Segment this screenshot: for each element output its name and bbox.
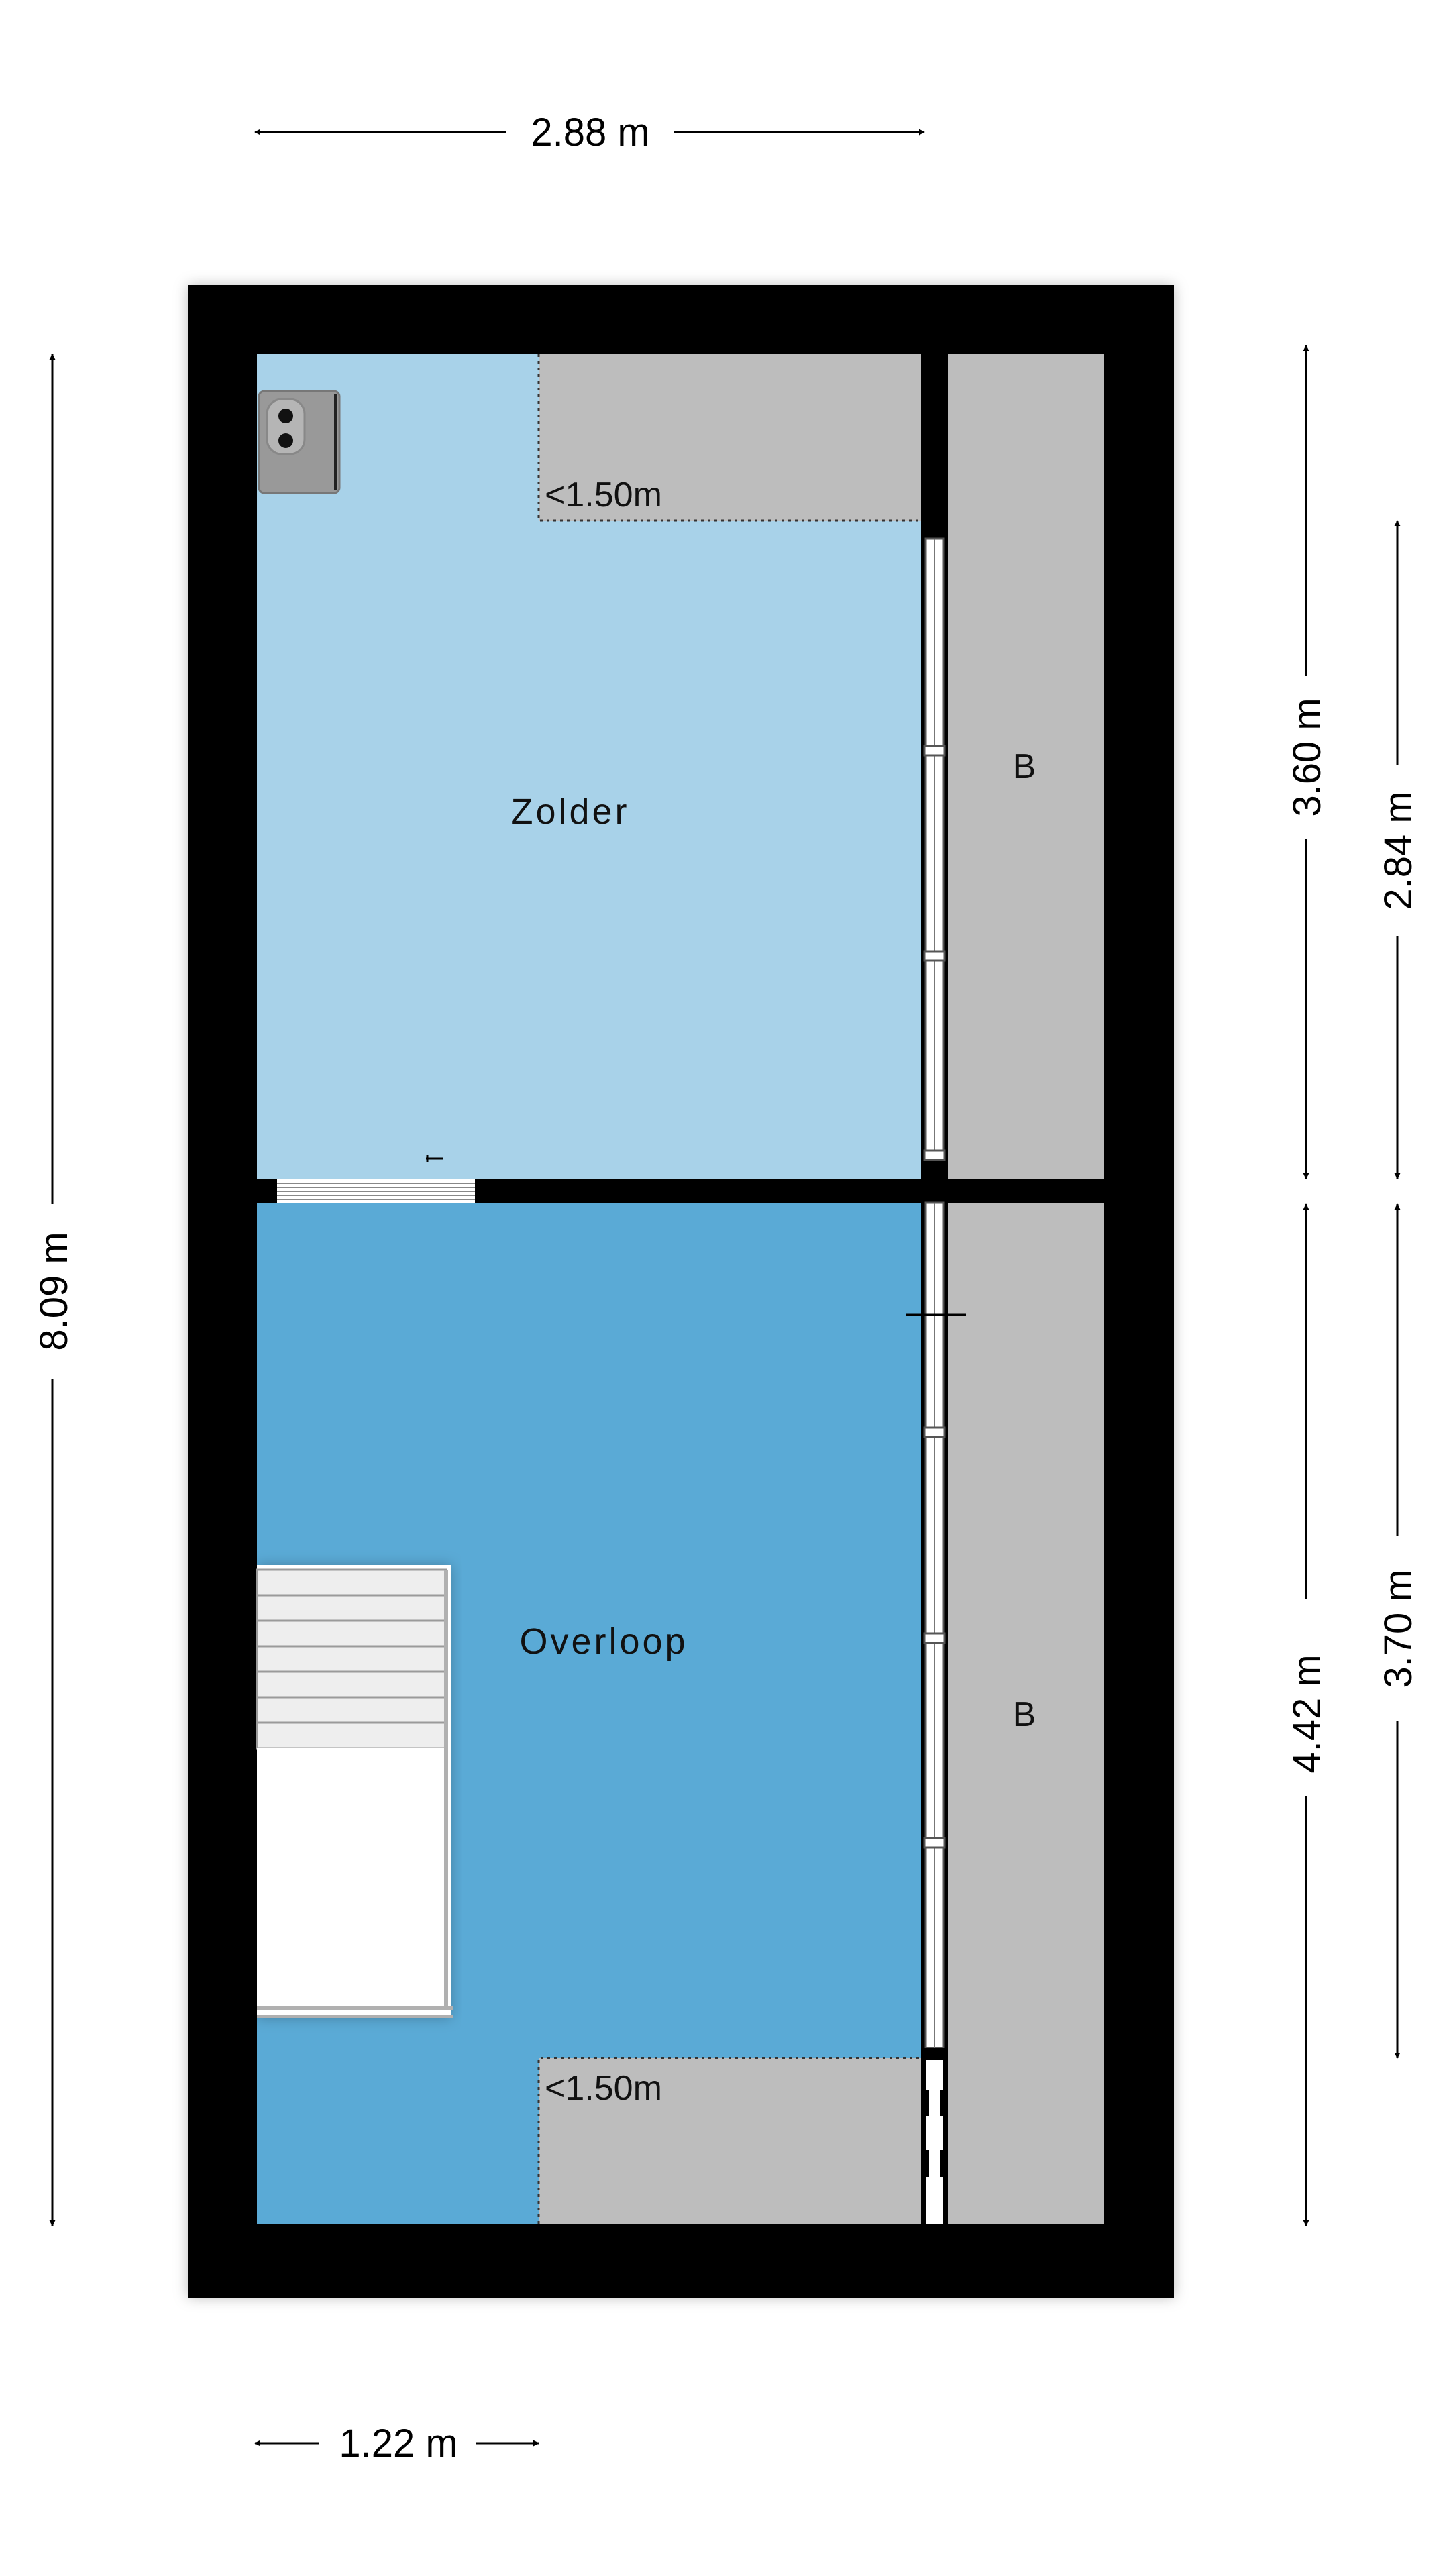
dimension-top-width: 2.88 m	[254, 111, 925, 154]
kneewall-junction	[921, 1161, 948, 1203]
kneewall-lower-cap	[923, 2048, 946, 2060]
overloop-headroom-label: <1.50m	[545, 2069, 662, 2108]
zolder-headroom-label: <1.50m	[545, 476, 662, 515]
bottom-width-label: 1.22 m	[339, 2422, 458, 2465]
dimension-right-upper-inner: 2.84 m	[1377, 520, 1420, 1179]
kneewall-bottom-gap	[926, 2060, 943, 2224]
right-lower-outer-label: 4.42 m	[1285, 1654, 1329, 1773]
top-width-label: 2.88 m	[531, 111, 649, 154]
door-threshold-lines	[277, 1183, 475, 1200]
dimension-right-lower-inner: 3.70 m	[1377, 1203, 1420, 2059]
dimension-left-height: 8.09 m	[32, 354, 76, 2226]
right-upper-outer-label: 3.60 m	[1285, 698, 1329, 816]
side-storage-upper	[948, 354, 1104, 1179]
overloop-low-ceiling-area	[539, 2058, 921, 2224]
overloop-low-ceiling-boundary	[537, 2057, 921, 2224]
right-lower-inner-label: 3.70 m	[1377, 1569, 1420, 1688]
overloop-label: Overloop	[519, 1621, 688, 1662]
kneewall-upper-solid	[921, 354, 948, 539]
dimension-bottom-width: 1.22 m	[254, 2422, 539, 2465]
boiler-icon	[258, 390, 341, 494]
zolder-low-ceiling-area	[539, 354, 921, 521]
right-upper-inner-label: 2.84 m	[1377, 791, 1420, 910]
side-storage-upper-label: B	[1013, 747, 1036, 786]
left-height-label: 8.09 m	[32, 1232, 76, 1350]
kneewall-upper-hatches	[923, 745, 946, 1161]
kneewall-lower-hatches	[923, 1426, 946, 1849]
zolder-low-ceiling-boundary	[537, 354, 921, 522]
side-storage-lower	[948, 1203, 1104, 2224]
side-storage-lower-label: B	[1013, 1695, 1036, 1734]
staircase	[256, 1565, 453, 2018]
kneewall-bottom-dashes	[924, 2090, 945, 2177]
dimension-right-upper-outer: 3.60 m	[1285, 345, 1329, 1179]
dimension-right-lower-outer: 4.42 m	[1285, 1203, 1329, 2226]
zolder-label: Zolder	[511, 792, 629, 832]
